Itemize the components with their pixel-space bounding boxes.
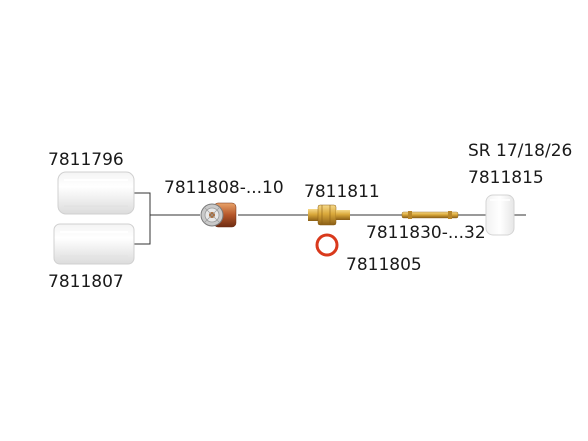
collet-body-part: [308, 204, 350, 226]
bracket-line: [134, 192, 151, 245]
label-collet: 7811830-...32: [366, 223, 486, 243]
label-glass-cup-short: 7811796: [48, 150, 124, 170]
label-back-cap-series: SR 17/18/26: [468, 141, 572, 161]
back-cap-insulator-part: [485, 194, 515, 236]
label-collet-body: 7811811: [304, 182, 380, 202]
label-o-ring: 7811805: [346, 255, 422, 275]
connector-lines: [134, 192, 526, 245]
label-back-cap-insulator: 7811815: [468, 168, 544, 188]
label-glass-cup-long: 7811807: [48, 272, 124, 292]
collet-part: [401, 211, 459, 219]
label-gas-lens: 7811808-...10: [164, 178, 284, 198]
glass-cup-short-part: [57, 171, 135, 215]
gas-lens-part: [200, 202, 237, 228]
glass-cup-long-part: [53, 223, 135, 265]
o-ring-part: [315, 233, 339, 257]
